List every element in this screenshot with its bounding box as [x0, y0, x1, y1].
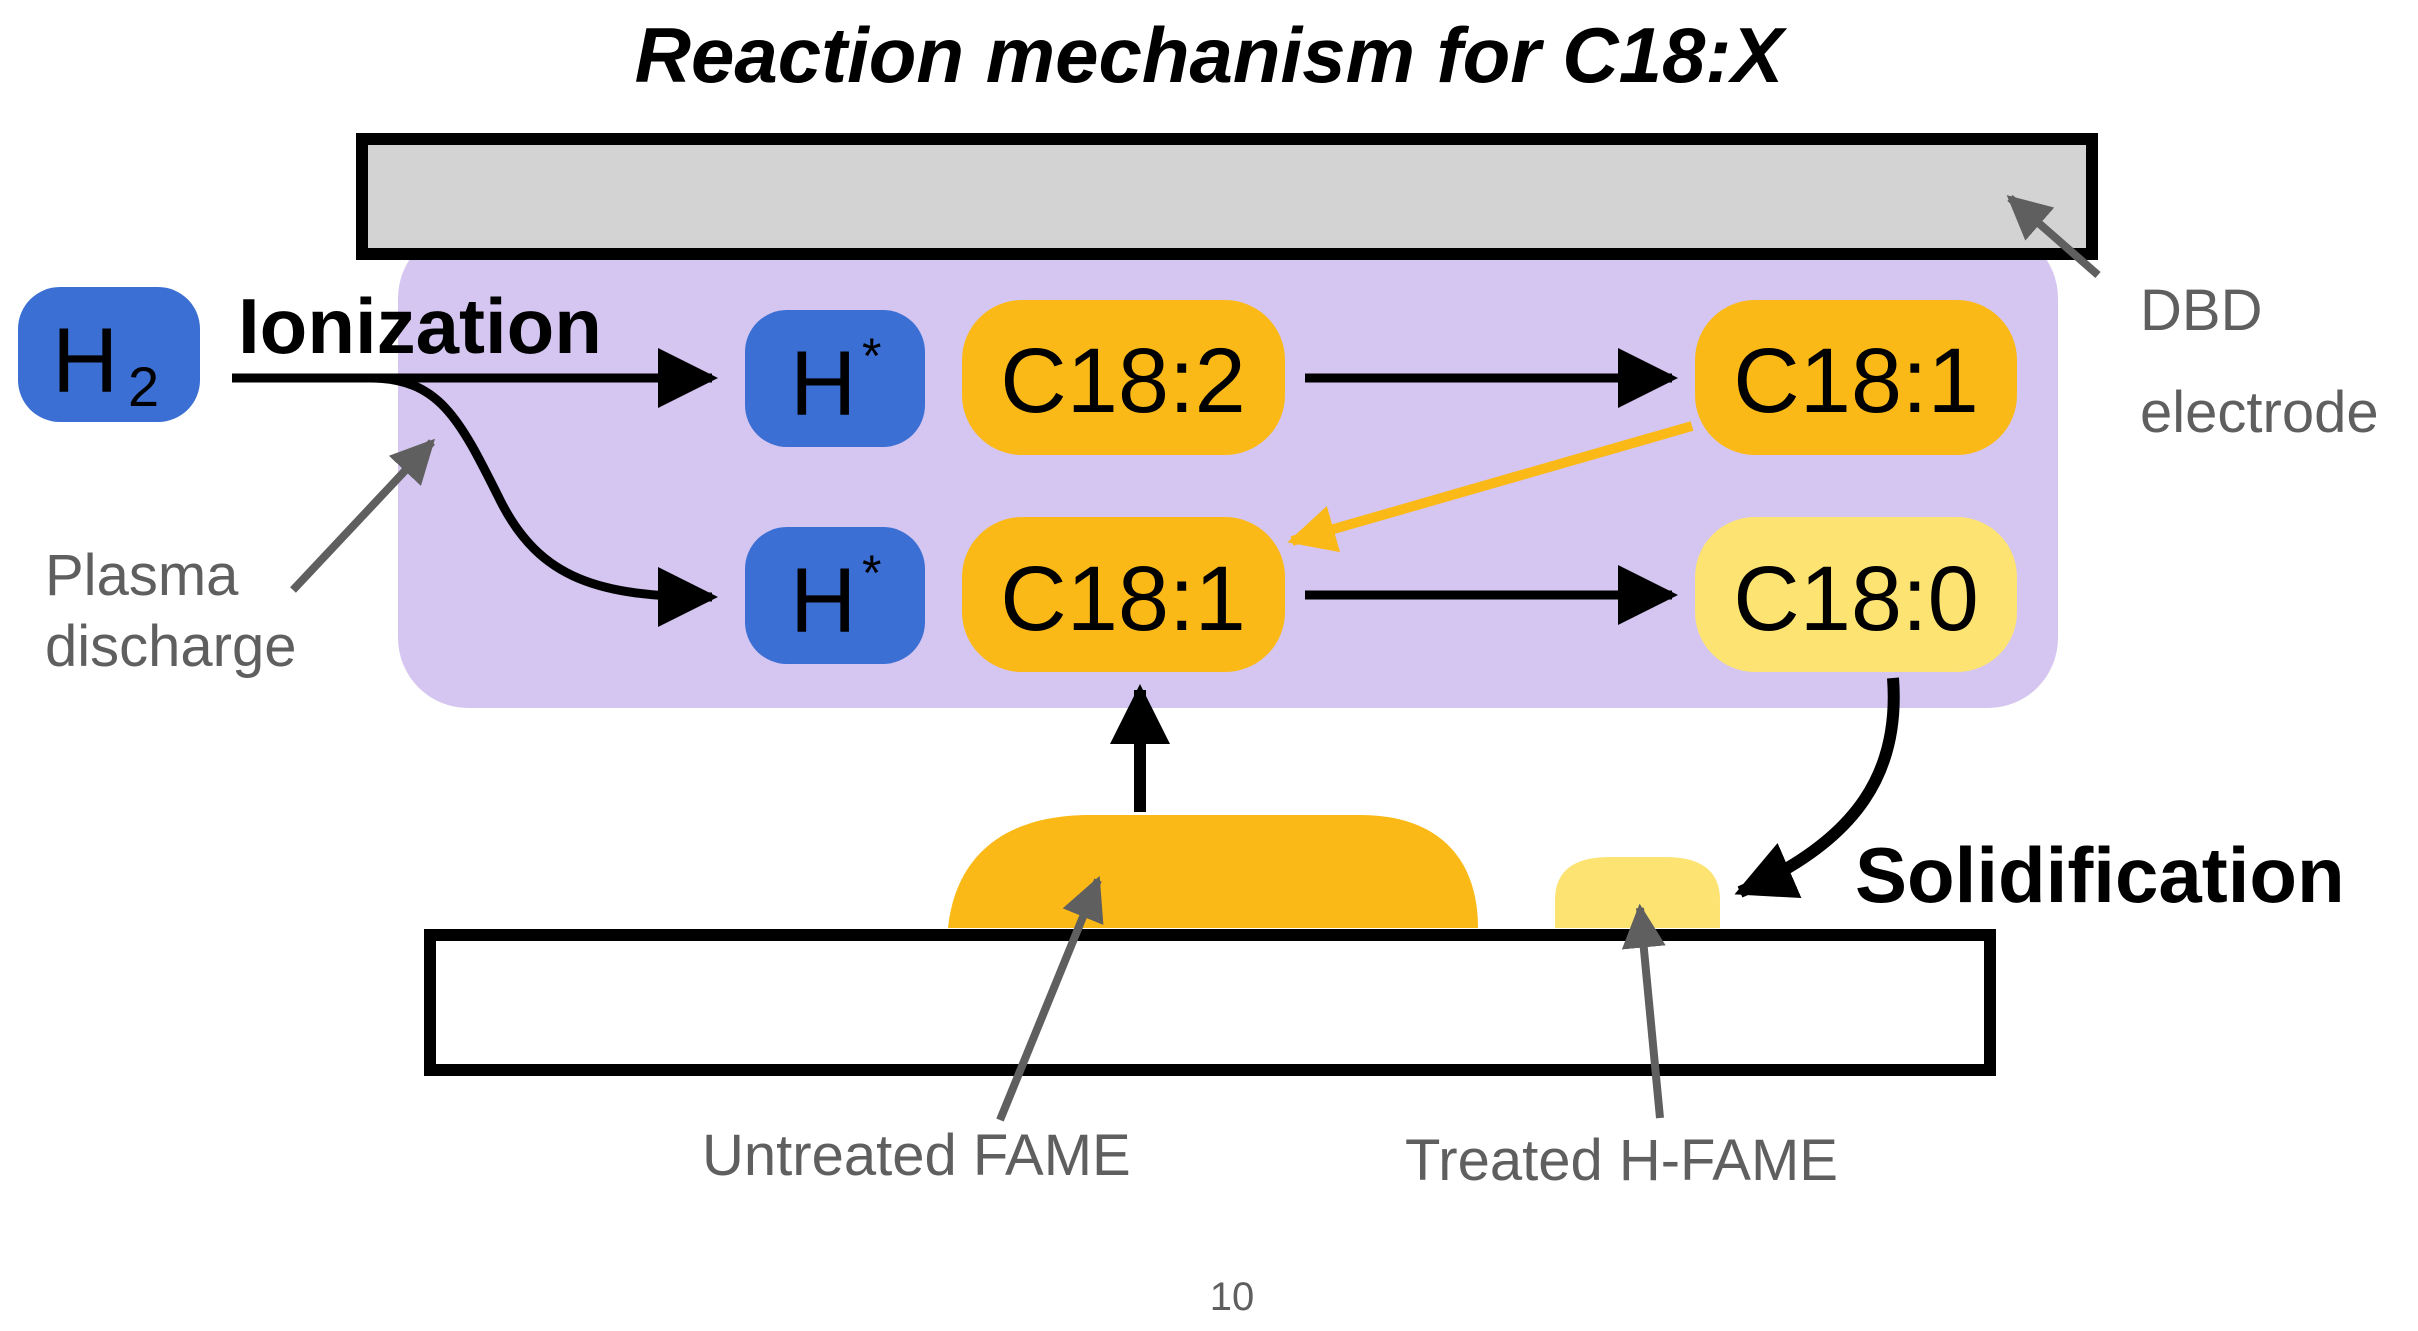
treated-pointer-arrow — [1621, 903, 1666, 1119]
treated-hfame-label: Treated H-FAME — [1405, 1128, 1838, 1193]
c18-2-pill: C18:2 — [962, 300, 1285, 455]
treated-hfame-droplet — [1555, 857, 1720, 928]
recycle-arrow — [1287, 421, 1694, 553]
untreated-pointer-arrow — [996, 875, 1104, 1122]
c18-0-pill: C18:0 — [1695, 517, 2017, 672]
h2-subscript: 2 — [128, 355, 159, 418]
plasma-pointer-arrow — [290, 438, 436, 593]
plasma-branch-arrow — [232, 373, 718, 627]
h-radical-bottom: H * — [745, 527, 925, 664]
h2-symbol: H — [52, 310, 118, 412]
h-radical-symbol: H — [790, 550, 856, 652]
h2-molecule: H 2 — [18, 287, 200, 422]
untreated-fame-label: Untreated FAME — [702, 1123, 1131, 1188]
c18-1-top-pill: C18:1 — [1695, 300, 2017, 455]
c18-1-top-label: C18:1 — [1733, 330, 1979, 432]
dbd-label-line2: electrode — [2140, 380, 2379, 445]
h-radical-top: H * — [745, 310, 925, 447]
dbd-label-line1: DBD — [2140, 278, 2262, 343]
dbd-electrode — [356, 133, 2098, 260]
plasma-label-line2: discharge — [45, 614, 296, 679]
c18-0-label: C18:0 — [1733, 548, 1979, 650]
h-radical-symbol: H — [790, 333, 856, 435]
untreated-fame-droplet — [948, 815, 1478, 928]
radical-mark: * — [862, 545, 881, 601]
dbd-pointer-arrow — [2006, 194, 2101, 279]
radical-mark: * — [862, 328, 881, 384]
c18-1-bottom-label: C18:1 — [1000, 548, 1246, 650]
solidification-label: Solidification — [1855, 831, 2345, 919]
page-number: 10 — [1210, 1275, 1255, 1319]
substrate — [424, 929, 1996, 1076]
c18-1-bottom-pill: C18:1 — [962, 517, 1285, 672]
diagram-title: Reaction mechanism for C18:X — [635, 11, 1788, 99]
plasma-label-line1: Plasma — [45, 543, 239, 608]
c18-2-label: C18:2 — [1000, 330, 1246, 432]
ionization-label: Ionization — [238, 282, 602, 370]
solidification-arrow — [1734, 677, 1900, 899]
